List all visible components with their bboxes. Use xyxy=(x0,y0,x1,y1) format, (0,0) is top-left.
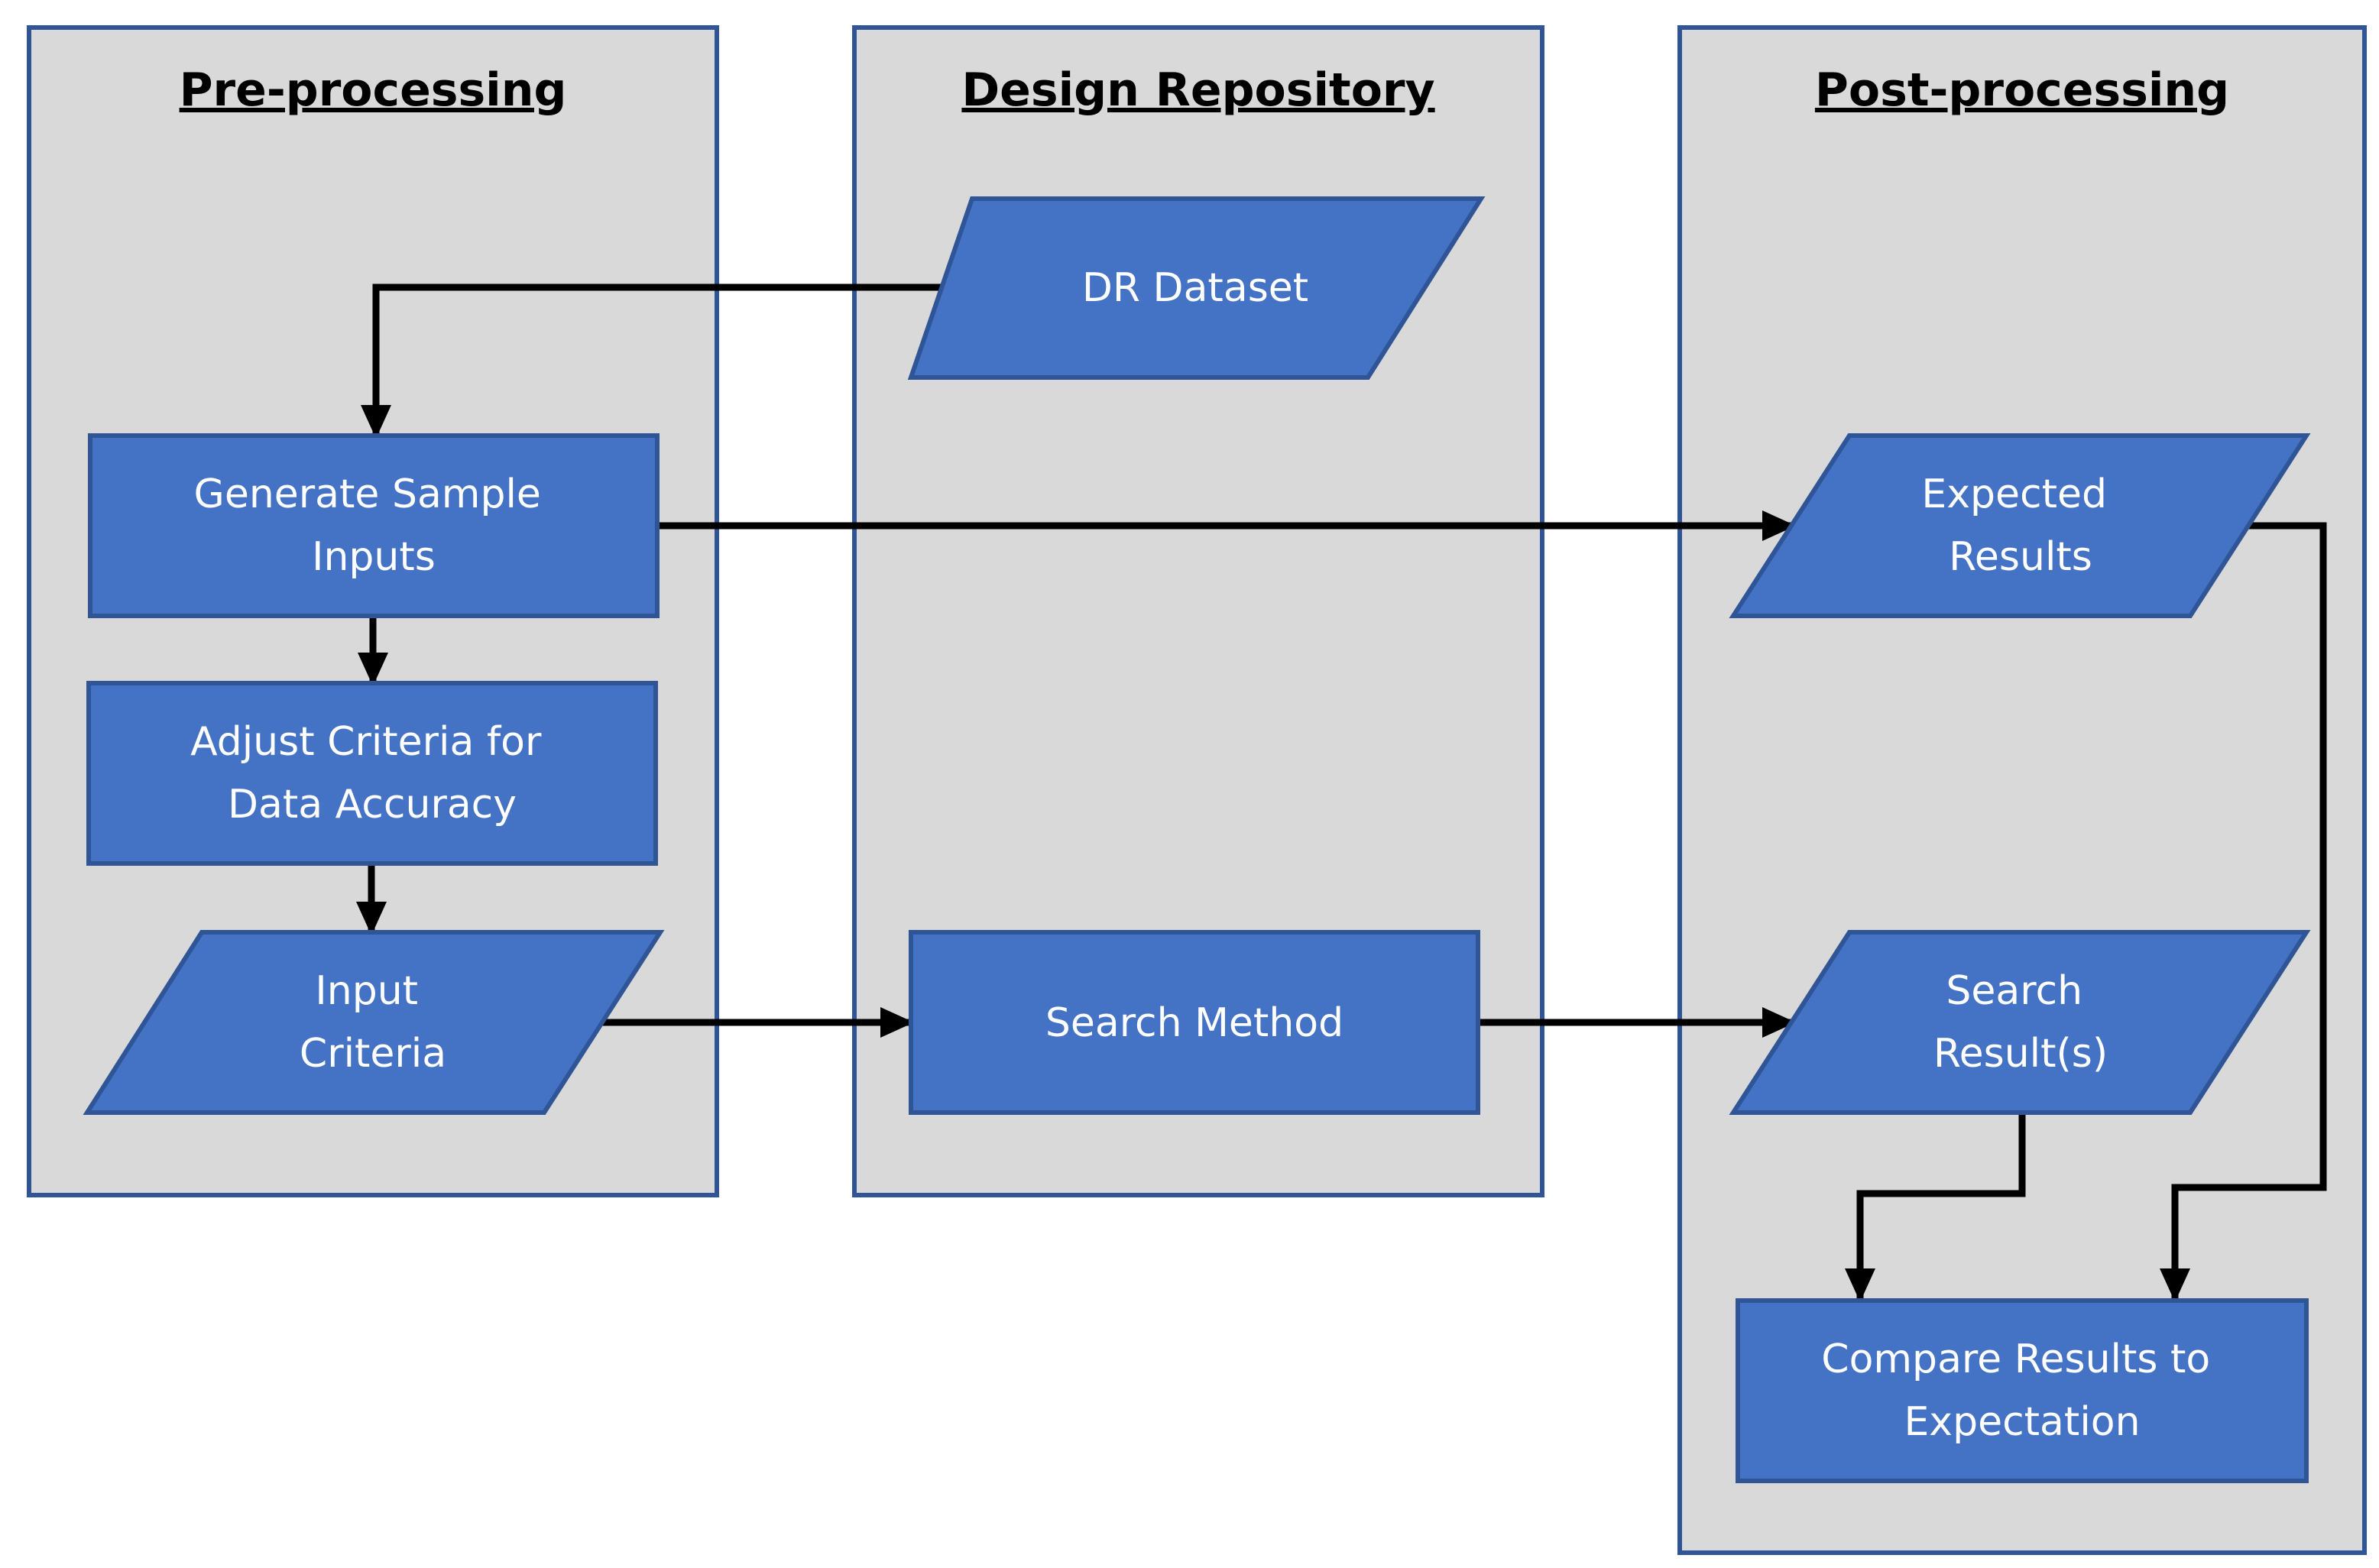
search-method-label: Search Method xyxy=(1045,1000,1343,1046)
adjust-criteria-shape xyxy=(86,681,658,866)
node-expected-results: Expected Results xyxy=(1729,433,2311,618)
node-search-results: Search Result(s) xyxy=(1729,930,2311,1115)
input-criteria-label-line: Input xyxy=(315,968,418,1014)
node-adjust-criteria: Adjust Criteria for Data Accuracy xyxy=(86,681,658,866)
search-results-label-line: Search xyxy=(1946,968,2082,1014)
adjust-criteria-label-line: Adjust Criteria for xyxy=(190,719,542,765)
edge-expected-to-compare xyxy=(2160,522,2327,1302)
adjust-criteria-label-line: Data Accuracy xyxy=(228,782,517,828)
input-criteria-shape xyxy=(83,930,665,1115)
generate-sample-inputs-label: Generate Sample Inputs xyxy=(194,471,554,580)
dr-dataset-shape xyxy=(907,196,1486,380)
dr-dataset-label-line: DR Dataset xyxy=(1082,265,1308,311)
adjust-criteria-label: Adjust Criteria for Data Accuracy xyxy=(190,719,554,828)
compare-results-label-line: Expectation xyxy=(1904,1399,2140,1445)
node-search-method: Search Method xyxy=(909,930,1480,1115)
input-criteria-label: Input Criteria xyxy=(300,968,446,1077)
search-results-shape xyxy=(1729,930,2311,1115)
expected-results-label: Expected Results xyxy=(1921,471,2119,580)
generate-sample-inputs-shape xyxy=(88,433,660,618)
edge-dr-dataset-to-generate xyxy=(361,283,972,439)
generate-sample-inputs-label-line: Generate Sample xyxy=(194,471,541,517)
search-results-label-line: Result(s) xyxy=(1933,1031,2108,1077)
expected-results-label-line: Results xyxy=(1949,534,2092,580)
expected-results-label-line: Expected xyxy=(1921,471,2107,517)
lane-pre-processing-title: Pre-processing xyxy=(180,63,567,117)
generate-sample-inputs-label-line: Inputs xyxy=(312,534,436,580)
expected-results-shape xyxy=(1729,433,2311,618)
search-method-label-line: Search Method xyxy=(1045,1000,1343,1046)
dr-dataset-label: DR Dataset xyxy=(1082,265,1308,311)
compare-results-label-line: Compare Results to xyxy=(1821,1336,2210,1382)
lane-post-processing-title: Post-processing xyxy=(1815,63,2229,117)
node-dr-dataset: DR Dataset xyxy=(907,196,1486,380)
node-generate-sample-inputs: Generate Sample Inputs xyxy=(88,433,660,618)
lane-design-repository-title: Design Repository xyxy=(961,63,1434,117)
node-input-criteria: Input Criteria xyxy=(83,930,665,1115)
search-results-label: Search Result(s) xyxy=(1933,968,2108,1077)
compare-results-label: Compare Results to Expectation xyxy=(1821,1336,2222,1445)
search-method-shape xyxy=(909,930,1480,1115)
node-compare-results: Compare Results to Expectation xyxy=(1736,1298,2309,1483)
edge-search-results-to-compare xyxy=(1845,1113,2026,1302)
compare-results-shape xyxy=(1736,1298,2309,1483)
input-criteria-label-line: Criteria xyxy=(300,1031,446,1077)
